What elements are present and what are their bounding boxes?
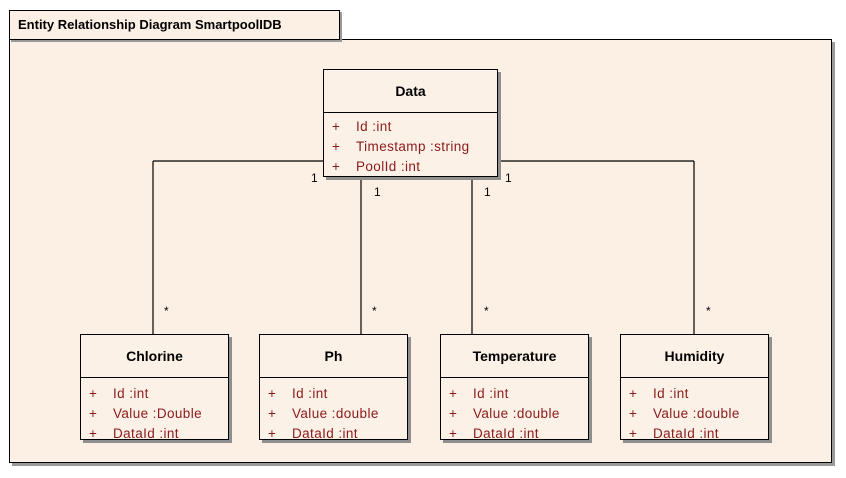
attribute-text: Value :Double (113, 406, 203, 421)
entity-ph-attributes: + Id :int + Value :double + DataId :int (260, 378, 407, 444)
attribute-data-id[interactable]: + Id :int (324, 117, 497, 137)
entity-humidity-name: Humidity (621, 335, 768, 378)
attribute-chlorine-id[interactable]: + Id :int (81, 384, 228, 404)
attribute-text: Value :double (473, 406, 560, 421)
multiplicity-ph: * (372, 304, 377, 318)
multiplicity-chlorine: * (164, 304, 169, 318)
attribute-text: Id :int (473, 386, 509, 401)
attribute-text: Id :int (113, 386, 149, 401)
attribute-text: PoolId :int (356, 159, 421, 174)
multiplicity-temperature: * (484, 304, 489, 318)
attribute-visibility: + (629, 386, 638, 401)
attribute-chlorine-dataid[interactable]: + DataId :int (81, 424, 228, 444)
attribute-text: DataId :int (292, 426, 358, 441)
attribute-humidity-id[interactable]: + Id :int (621, 384, 768, 404)
attribute-ph-dataid[interactable]: + DataId :int (260, 424, 407, 444)
multiplicity-data-temperature: 1 (484, 185, 491, 199)
entity-temperature[interactable]: Temperature + Id :int + Value :double + Dat… (440, 334, 589, 441)
attribute-data-timestamp[interactable]: + Timestamp :string (324, 137, 497, 157)
attribute-text: Value :double (292, 406, 379, 421)
attribute-visibility: + (332, 159, 341, 174)
entity-data-attributes: + Id :int + Timestamp :string + PoolId :int (324, 113, 497, 177)
attribute-humidity-dataid[interactable]: + DataId :int (621, 424, 768, 444)
entity-humidity[interactable]: Humidity + Id :int + Value :double + DataId… (620, 334, 769, 441)
diagram-frame-tab: Entity Relationship Diagram SmartpoolIDB (9, 10, 340, 40)
entity-temperature-attributes: + Id :int + Value :double + DataId :int (441, 378, 588, 444)
attribute-text: DataId :int (653, 426, 719, 441)
entity-chlorine[interactable]: Chlorine + Id :int + Value :Double + DataId… (80, 334, 229, 441)
entity-ph-name: Ph (260, 335, 407, 378)
multiplicity-data-ph: 1 (374, 185, 381, 199)
multiplicity-data-chlorine: 1 (311, 171, 318, 185)
attribute-temperature-id[interactable]: + Id :int (441, 384, 588, 404)
attribute-chlorine-value[interactable]: + Value :Double (81, 404, 228, 424)
entity-humidity-attributes: + Id :int + Value :double + DataId :int (621, 378, 768, 444)
diagram-title: Entity Relationship Diagram SmartpoolIDB (18, 17, 282, 32)
attribute-text: DataId :int (113, 426, 179, 441)
attribute-data-poolid[interactable]: + PoolId :int (324, 157, 497, 177)
attribute-text: Id :int (292, 386, 328, 401)
attribute-temperature-value[interactable]: + Value :double (441, 404, 588, 424)
attribute-visibility: + (89, 386, 98, 401)
attribute-text: Timestamp :string (356, 139, 470, 154)
attribute-visibility: + (89, 406, 98, 421)
attribute-temperature-dataid[interactable]: + DataId :int (441, 424, 588, 444)
attribute-humidity-value[interactable]: + Value :double (621, 404, 768, 424)
attribute-visibility: + (332, 119, 341, 134)
attribute-visibility: + (268, 426, 277, 441)
attribute-text: Id :int (653, 386, 689, 401)
entity-chlorine-name: Chlorine (81, 335, 228, 378)
attribute-visibility: + (268, 386, 277, 401)
attribute-ph-value[interactable]: + Value :double (260, 404, 407, 424)
entity-data-name: Data (324, 70, 497, 113)
attribute-ph-id[interactable]: + Id :int (260, 384, 407, 404)
attribute-visibility: + (449, 386, 458, 401)
attribute-text: Value :double (653, 406, 740, 421)
entity-ph[interactable]: Ph + Id :int + Value :double + DataId :int (259, 334, 408, 441)
attribute-text: Id :int (356, 119, 392, 134)
entity-chlorine-attributes: + Id :int + Value :Double + DataId :int (81, 378, 228, 444)
multiplicity-data-humidity: 1 (505, 171, 512, 185)
attribute-text: DataId :int (473, 426, 539, 441)
attribute-visibility: + (629, 406, 638, 421)
attribute-visibility: + (449, 426, 458, 441)
entity-temperature-name: Temperature (441, 335, 588, 378)
attribute-visibility: + (629, 426, 638, 441)
multiplicity-humidity: * (706, 304, 711, 318)
attribute-visibility: + (89, 426, 98, 441)
attribute-visibility: + (449, 406, 458, 421)
attribute-visibility: + (268, 406, 277, 421)
attribute-visibility: + (332, 139, 341, 154)
entity-data[interactable]: Data + Id :int + Timestamp :string + PoolId… (323, 69, 498, 177)
